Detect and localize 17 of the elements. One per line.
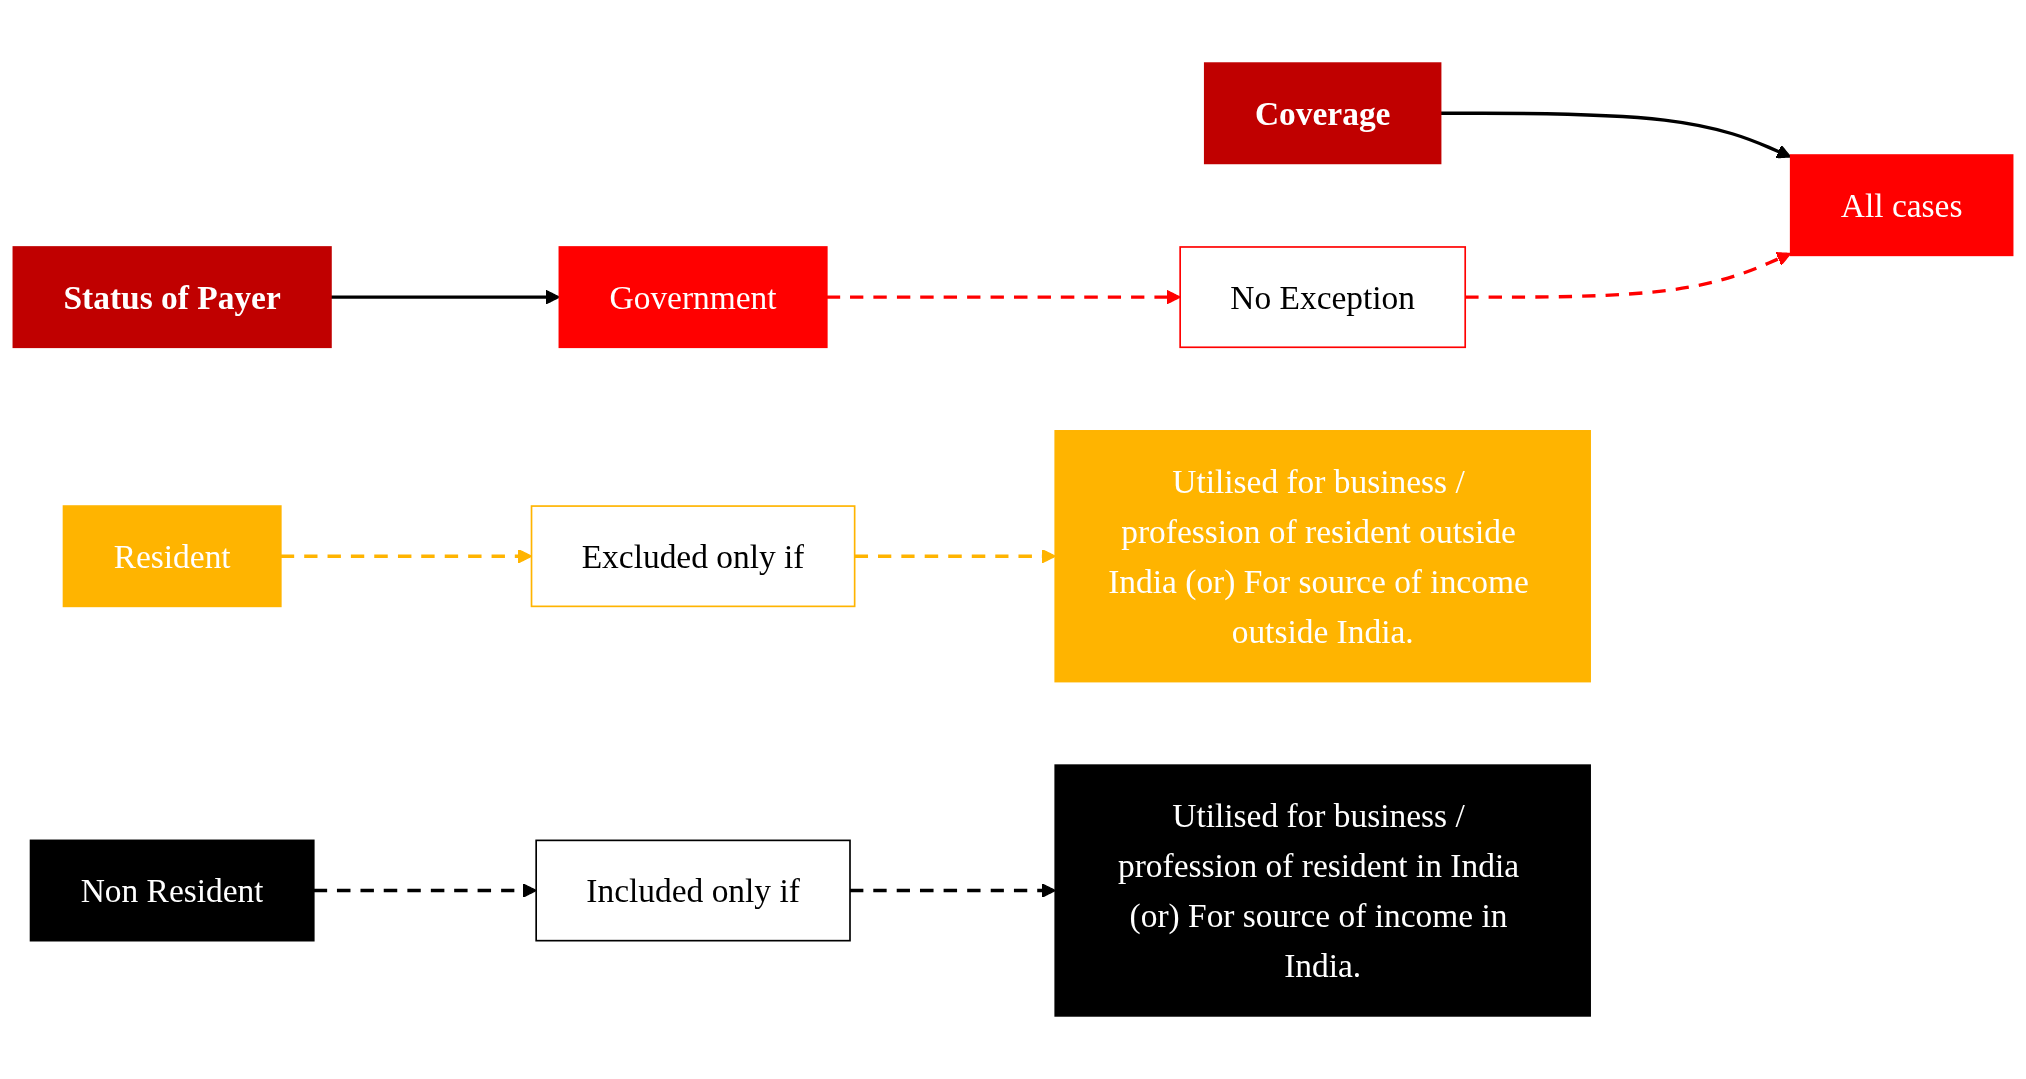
arrow (1465, 252, 1792, 299)
node-box: Coverage (1203, 62, 1442, 165)
node-box: All cases (1789, 154, 2014, 257)
node-box: Utilised for business / profession of resident in India (or) For source of income in India. (1054, 764, 1591, 1017)
node-box: Included only if (535, 839, 851, 942)
arrow (850, 883, 1056, 898)
node-box: Resident (62, 505, 282, 608)
node-box: Government (558, 246, 828, 349)
node-box: Non Resident (29, 839, 315, 942)
arrow (854, 548, 1056, 564)
arrow (313, 883, 537, 898)
node-box: Utilised for business / profession of resident outside India (or) For source of income outside India. (1054, 430, 1591, 683)
arrow (1440, 111, 1792, 159)
node-box: No Exception (1179, 246, 1467, 349)
node-box: Excluded only if (530, 505, 856, 608)
arrow (826, 289, 1181, 305)
node-box: Status of Payer (12, 246, 332, 349)
